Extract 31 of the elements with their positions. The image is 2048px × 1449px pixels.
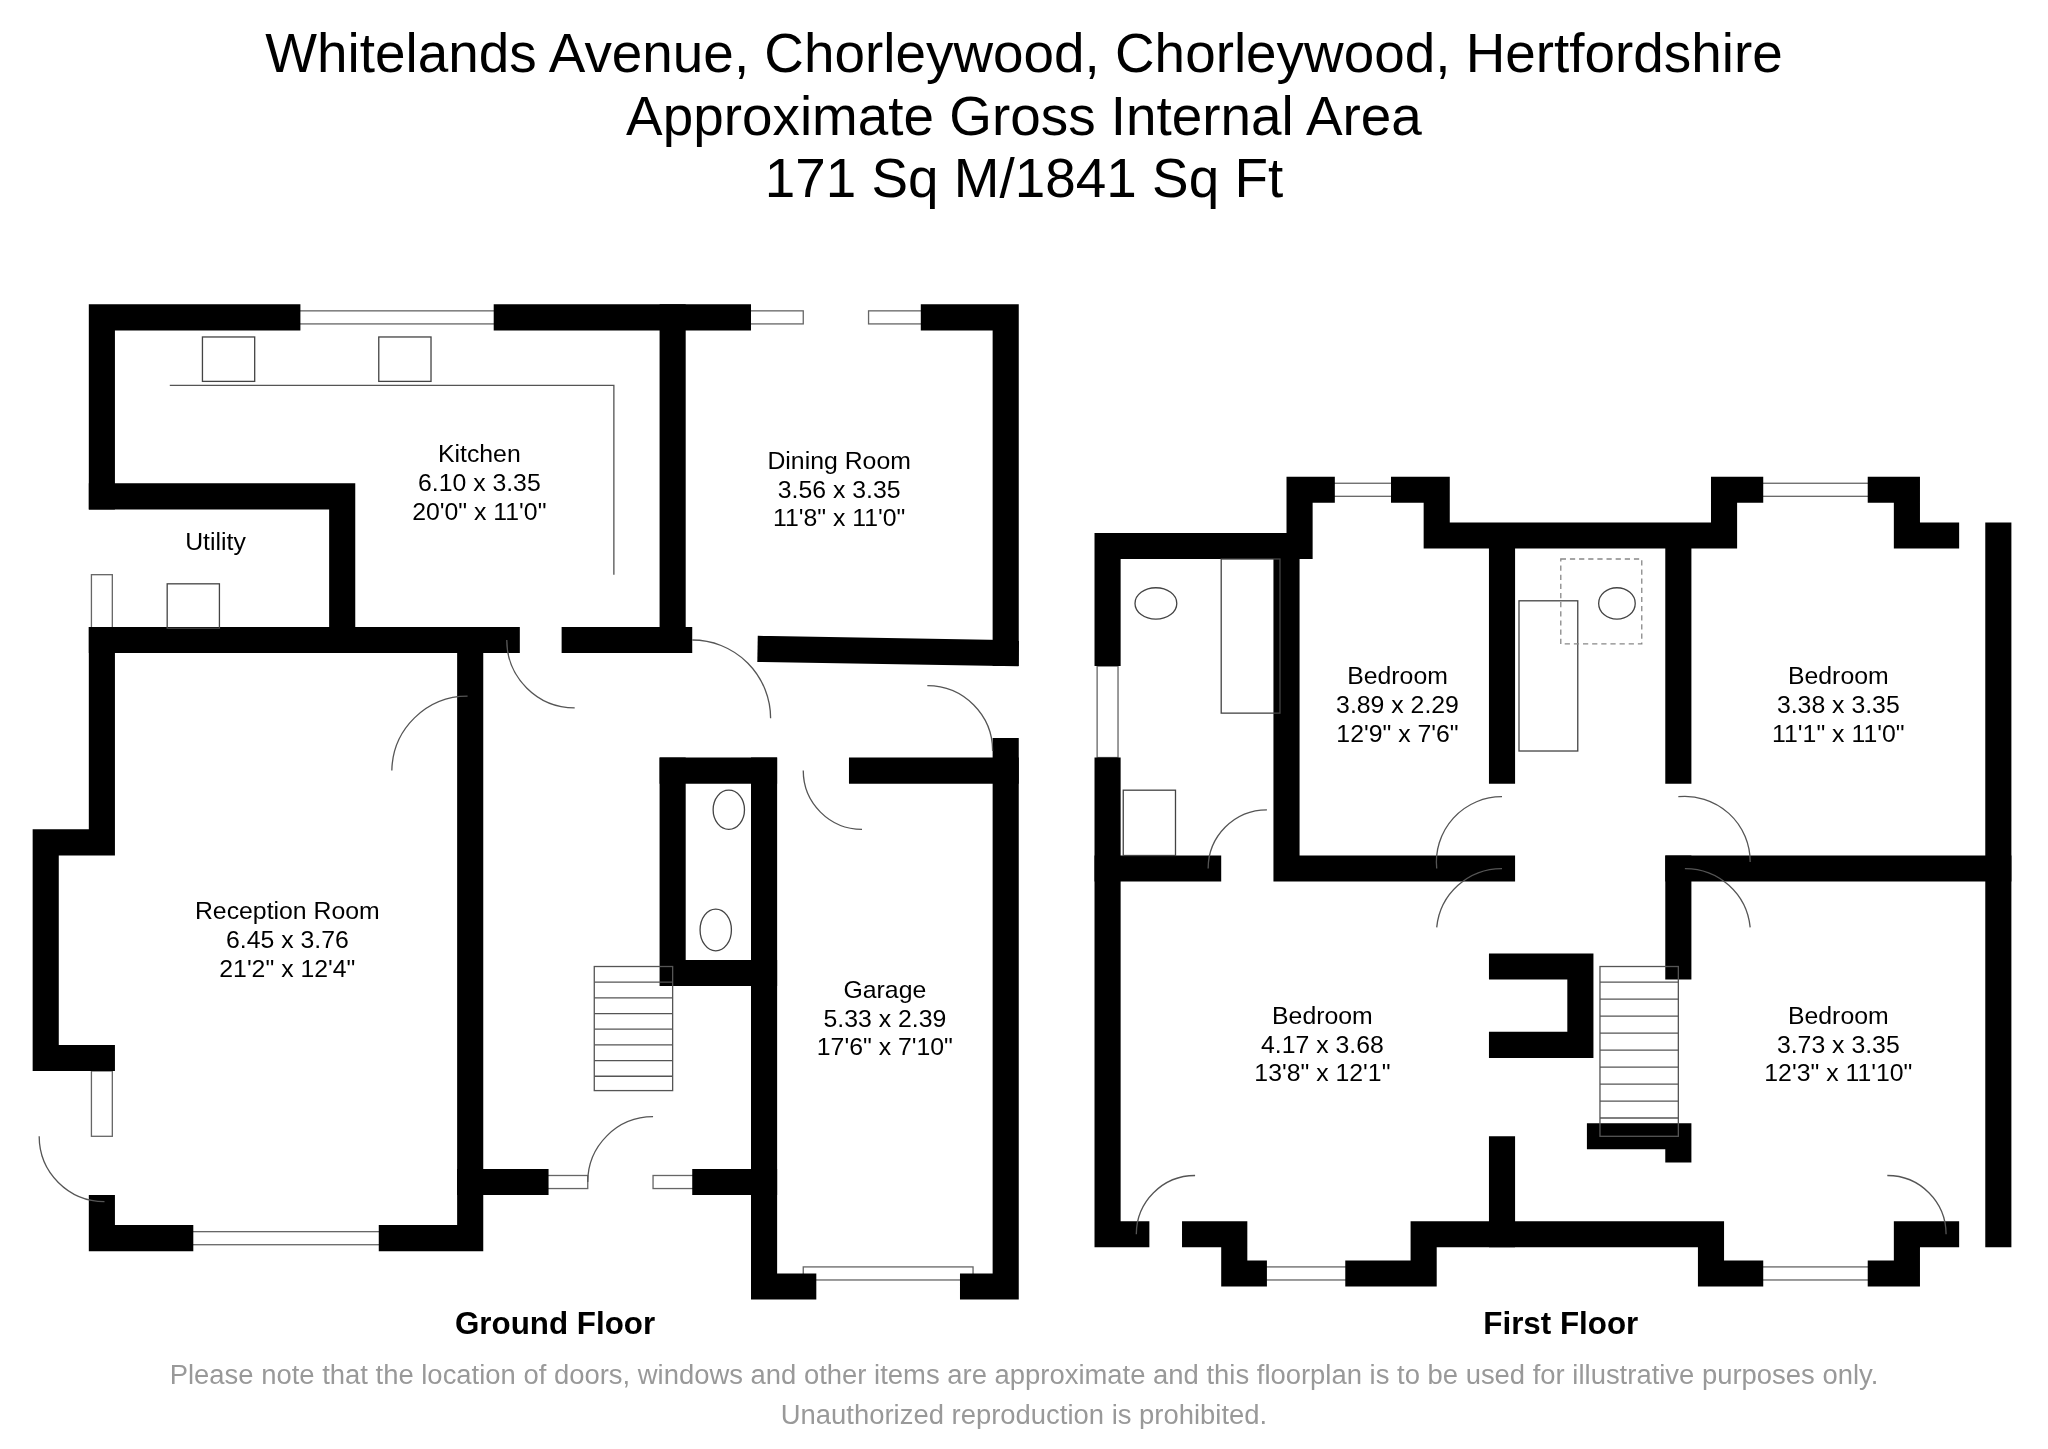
room-dimensions: 3.89 x 2.29 (1336, 690, 1459, 720)
room-dimensions: 6.10 x 3.35 (417, 468, 541, 498)
room-dimensions: 12'9" x 7'6" (1336, 719, 1459, 749)
room-dimensions: 13'8" x 12'1" (1254, 1059, 1391, 1088)
room-dimensions: 3.38 x 3.35 (1776, 690, 1900, 720)
room-dimensions: 20'0" x 11'0" (412, 497, 547, 527)
room-dimensions: 12'3" x 11'10" (1764, 1059, 1913, 1088)
floor-name: Ground Floor (453, 1303, 657, 1343)
room-dimensions: 5.33 x 2.39 (823, 1004, 947, 1034)
subtitle: 171 Sq M/1841 Sq Ft (763, 147, 1285, 211)
subtitle: Approximate Gross Internal Area (625, 84, 1423, 148)
title: Whitelands Avenue, Chorleywood, Chorleywood, Hertfordshire (264, 22, 1784, 85)
room-name: Utility (185, 527, 246, 557)
room-dimensions: 3.56 x 3.35 (777, 475, 901, 505)
room-dimensions: 6.45 x 3.76 (225, 926, 349, 955)
room-dimensions: 11'8" x 11'0" (772, 504, 906, 533)
room-name: Bedroom (1787, 1001, 1889, 1031)
room-name: Dining Room (767, 446, 911, 476)
floor-name: First Floor (1482, 1303, 1640, 1343)
room-dimensions: 4.17 x 3.68 (1261, 1030, 1384, 1060)
room-name: Bedroom (1787, 662, 1889, 691)
room-name: Kitchen (437, 440, 521, 469)
room-name: Garage (843, 975, 927, 1005)
room-dimensions: 3.73 x 3.35 (1776, 1030, 1900, 1060)
room-name: Bedroom (1272, 1001, 1373, 1031)
room-dimensions: 11'1" x 11'0" (1772, 719, 1905, 749)
room-name: Bedroom (1347, 662, 1448, 691)
disclaimer-note: Please note that the location of doors, windows and other items are approximate and this floorplan is to be used for illustrative purposes only. Unauthorized reproduction is prohibited. (168, 1358, 1880, 1431)
room-name: Reception Room (194, 897, 380, 926)
room-dimensions: 17'6" x 7'10" (816, 1033, 953, 1062)
room-dimensions: 21'2" x 12'4" (219, 954, 356, 984)
